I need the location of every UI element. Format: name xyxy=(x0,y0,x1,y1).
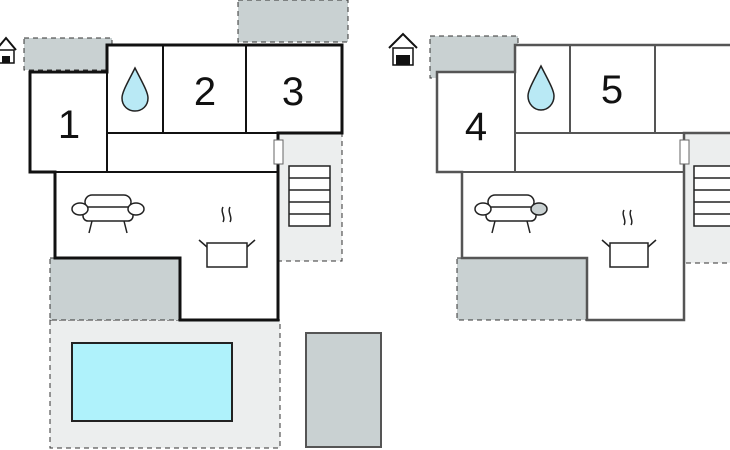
room-number-4: 4 xyxy=(465,105,487,149)
left-floor-plan: 1 2 3 xyxy=(0,0,382,449)
door-marker xyxy=(273,139,284,165)
covered-terrace-2 xyxy=(456,257,588,321)
room-number-5: 5 xyxy=(601,68,623,112)
room-number-2: 2 xyxy=(194,70,216,114)
top-balcony xyxy=(237,0,349,43)
internal-walls xyxy=(30,45,278,173)
stairs-icon-2 xyxy=(693,165,730,227)
covered-terrace xyxy=(49,257,181,321)
stairs-icon xyxy=(288,165,331,227)
water-drop-icon-2 xyxy=(527,64,555,111)
door-marker-2 xyxy=(679,139,690,165)
pool xyxy=(71,342,233,422)
water-drop-icon xyxy=(121,66,149,112)
entrance-balcony xyxy=(23,37,113,71)
room-number-1: 1 xyxy=(58,103,80,147)
sofa-icon xyxy=(71,194,145,234)
house-entrance-icon xyxy=(0,36,17,64)
house-entrance-icon-2 xyxy=(388,32,418,66)
cooking-pot-icon-2 xyxy=(601,209,657,268)
sofa-icon-2 xyxy=(474,194,548,234)
room-number-3: 3 xyxy=(282,70,304,114)
right-floor-plan: 4 5 xyxy=(388,32,730,322)
internal-walls-2 xyxy=(437,45,684,173)
outbuilding xyxy=(305,332,382,448)
cooking-pot-icon xyxy=(198,206,256,268)
